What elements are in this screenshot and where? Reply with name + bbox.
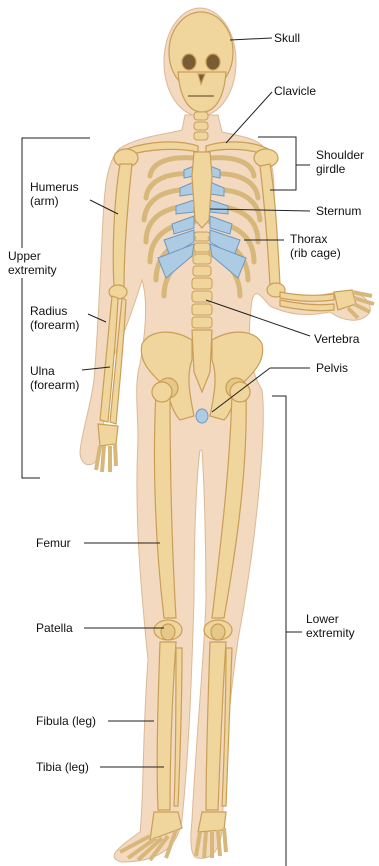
label-fibula: Fibula (leg)	[36, 714, 96, 728]
label-lower-extremity-line1: Lower	[306, 612, 355, 626]
label-ulna-line2: (forearm)	[30, 378, 79, 392]
label-shoulder-girdle: Shoulder girdle	[316, 148, 364, 176]
label-radius-line2: (forearm)	[30, 318, 79, 332]
label-upper-extremity-line1: Upper	[8, 249, 57, 263]
sternum-bone	[192, 152, 212, 228]
label-upper-extremity: Upper extremity	[8, 248, 57, 278]
skull-leader	[230, 38, 272, 40]
label-pelvis: Pelvis	[316, 361, 348, 375]
pubic-symphysis	[196, 409, 208, 423]
label-patella: Patella	[36, 621, 73, 635]
label-thorax-line2: (rib cage)	[290, 246, 341, 260]
label-lower-extremity: Lower extremity	[306, 612, 355, 640]
label-vertebra: Vertebra	[314, 332, 359, 346]
label-lower-extremity-line2: extremity	[306, 626, 355, 640]
label-ulna: Ulna (forearm)	[30, 364, 79, 392]
lower-extremity-bracket	[272, 396, 286, 866]
label-humerus-line2: (arm)	[30, 194, 79, 208]
label-shoulder-girdle-line1: Shoulder	[316, 148, 364, 162]
label-skull: Skull	[274, 31, 300, 45]
label-humerus: Humerus (arm)	[30, 180, 79, 208]
label-tibia: Tibia (leg)	[36, 760, 89, 774]
label-sternum: Sternum	[316, 204, 361, 218]
label-shoulder-girdle-line2: girdle	[316, 162, 364, 176]
label-femur: Femur	[36, 536, 71, 550]
label-radius-line1: Radius	[30, 304, 79, 318]
clavicle-leader	[226, 92, 272, 143]
label-humerus-line1: Humerus	[30, 180, 79, 194]
label-thorax: Thorax (rib cage)	[290, 232, 341, 260]
label-radius: Radius (forearm)	[30, 304, 79, 332]
label-upper-extremity-line2: extremity	[8, 263, 57, 277]
label-ulna-line1: Ulna	[30, 364, 79, 378]
label-clavicle: Clavicle	[274, 84, 316, 98]
label-thorax-line1: Thorax	[290, 232, 341, 246]
